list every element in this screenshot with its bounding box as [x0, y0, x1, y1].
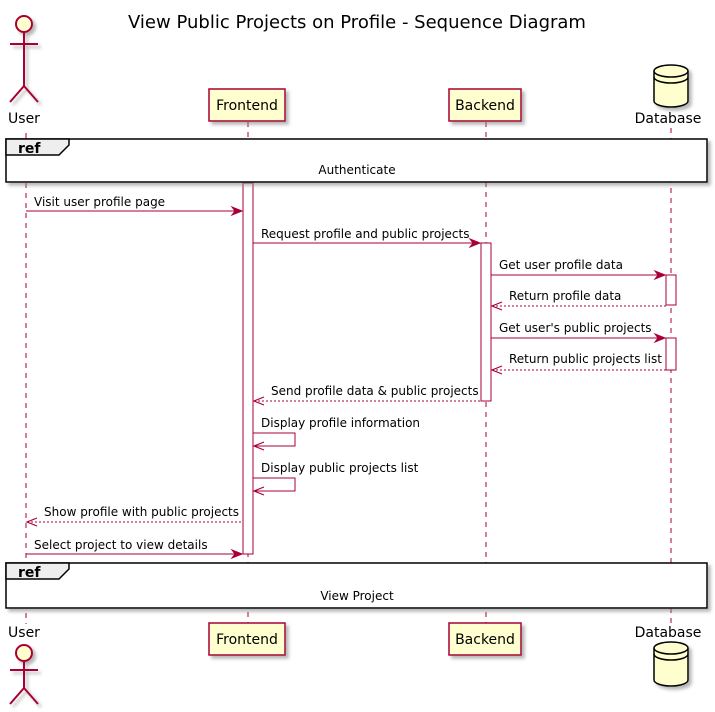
message-self-arrow: Display public projects list — [252, 461, 419, 496]
message-label: Request profile and public projects — [261, 227, 470, 241]
message-arrow: Get user profile data — [491, 258, 667, 281]
participant-label-database: Database — [635, 111, 702, 127]
message-arrow: Show profile with public projects — [25, 505, 242, 527]
message-arrow: Return public projects list — [490, 352, 666, 375]
message-arrow: Select project to view details — [26, 538, 244, 560]
participant-database-bottom: Database — [635, 625, 702, 687]
ref-tag: ref — [18, 141, 41, 157]
database-cylinder-icon — [653, 64, 689, 108]
message-label: Send profile data & public projects — [271, 384, 479, 398]
participant-user-top: User — [8, 15, 40, 127]
participant-label-user: User — [8, 625, 40, 641]
messages: Visit user profile page Request profile … — [25, 195, 667, 560]
activation-database-1 — [665, 274, 677, 306]
ref-tag: ref — [18, 565, 41, 581]
message-label: Display profile information — [261, 416, 420, 430]
ref-label-view-project: View Project — [320, 589, 394, 603]
message-arrow: Return profile data — [490, 289, 666, 311]
activation-database-2 — [665, 337, 677, 371]
message-label: Get user's public projects — [499, 321, 652, 335]
participant-label-user: User — [8, 111, 40, 127]
activation-backend — [480, 242, 492, 402]
message-label: Return profile data — [509, 289, 621, 303]
participant-user-bottom: User — [8, 625, 40, 705]
message-label: Get user profile data — [499, 258, 623, 272]
actor-figure-icon — [9, 644, 39, 705]
participant-label-frontend: Frontend — [216, 632, 278, 648]
actor-figure-icon — [9, 15, 39, 103]
message-arrow: Get user's public projects — [491, 321, 667, 344]
database-cylinder-icon — [653, 641, 689, 687]
ref-frame-view-project: ref View Project — [5, 562, 708, 609]
diagram-title: View Public Projects on Profile - Sequen… — [128, 12, 586, 33]
message-arrow: Send profile data & public projects — [252, 384, 481, 406]
participant-label-backend: Backend — [455, 632, 515, 648]
message-arrow: Request profile and public projects — [253, 227, 482, 249]
activation-frontend — [242, 182, 254, 555]
message-label: Show profile with public projects — [44, 505, 239, 519]
message-label: Visit user profile page — [34, 195, 165, 209]
participant-frontend-bottom: Frontend — [208, 622, 286, 656]
message-label: Display public projects list — [261, 461, 419, 475]
participant-backend-top: Backend — [448, 88, 522, 122]
message-arrow: Visit user profile page — [26, 195, 244, 217]
participant-label-frontend: Frontend — [216, 98, 278, 114]
message-label: Return public projects list — [509, 352, 662, 366]
participant-label-backend: Backend — [455, 98, 515, 114]
ref-label-authenticate: Authenticate — [318, 163, 395, 177]
participant-label-database: Database — [635, 625, 702, 641]
participant-database-top: Database — [635, 64, 702, 127]
ref-frame-authenticate: ref Authenticate — [5, 138, 708, 183]
participant-backend-bottom: Backend — [448, 622, 522, 656]
message-self-arrow: Display profile information — [252, 416, 420, 451]
participant-frontend-top: Frontend — [208, 88, 286, 122]
message-label: Select project to view details — [34, 538, 208, 552]
